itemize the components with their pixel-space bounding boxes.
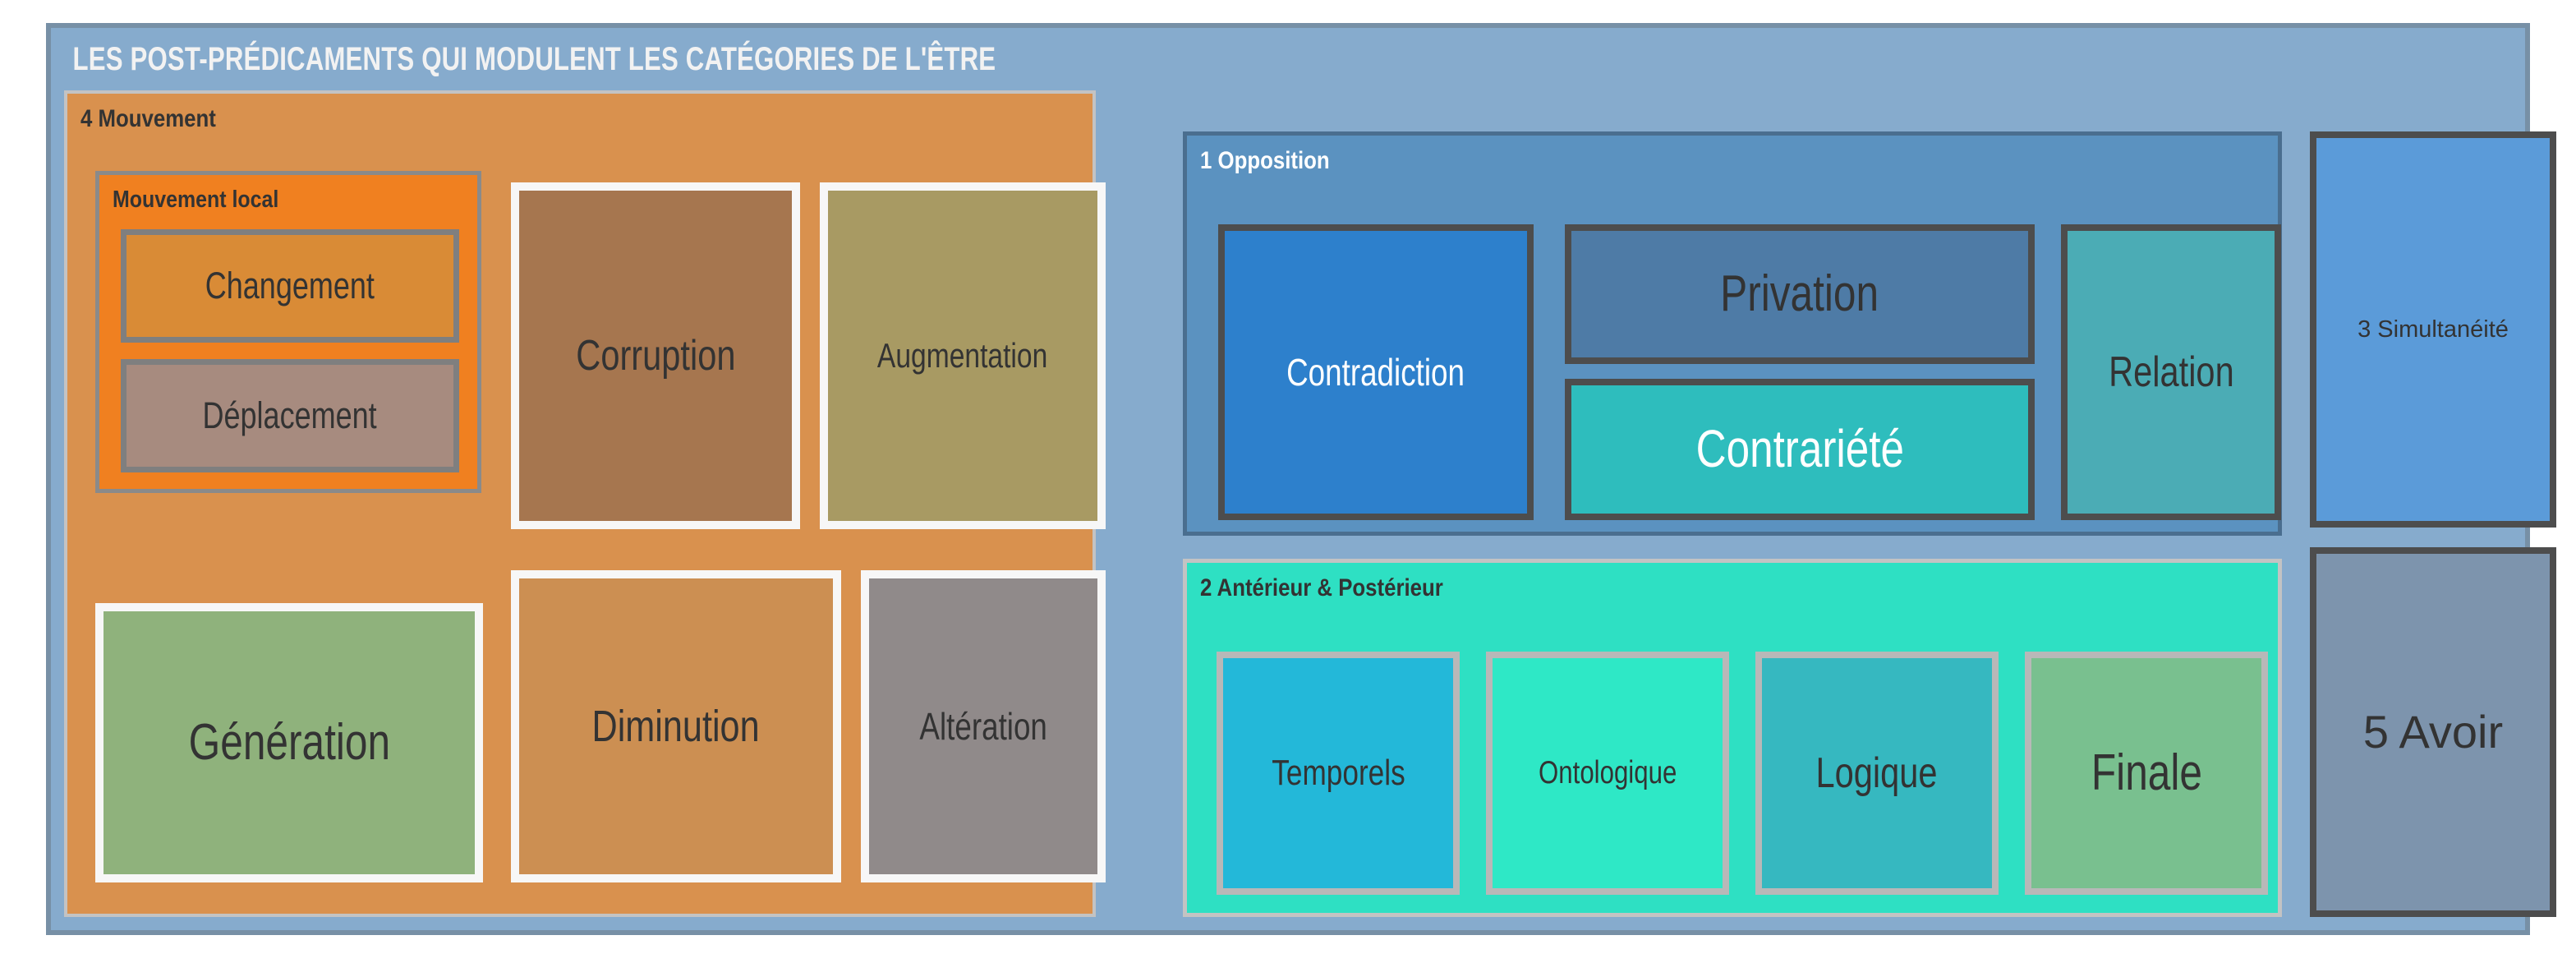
cell-avoir[interactable]: 5 Avoir: [2310, 547, 2556, 917]
cell-corruption[interactable]: Corruption: [511, 182, 800, 529]
cell-simultaneite[interactable]: 3 Simultanéité: [2310, 131, 2556, 528]
cell-contradiction-label: Contradiction: [1286, 350, 1465, 394]
cell-finale-label: Finale: [2091, 744, 2202, 802]
cell-changement-label: Changement: [205, 265, 375, 307]
cell-avoir-label: 5 Avoir: [2362, 705, 2504, 758]
cell-temporels-label: Temporels: [1271, 752, 1405, 793]
group-mouvement-title: 4 Mouvement: [80, 105, 216, 132]
cell-relation[interactable]: Relation: [2061, 224, 2281, 520]
cell-ontologique[interactable]: Ontologique: [1486, 652, 1729, 895]
cell-logique-label: Logique: [1815, 749, 1939, 797]
cell-deplacement-label: Déplacement: [202, 394, 378, 437]
subgroup-mouvement-local-title: Mouvement local: [113, 187, 279, 213]
cell-finale[interactable]: Finale: [2025, 652, 2268, 895]
cell-contrariete-label: Contrariété: [1695, 419, 1904, 479]
cell-contradiction[interactable]: Contradiction: [1218, 224, 1534, 520]
cell-logique[interactable]: Logique: [1755, 652, 1999, 895]
cell-augmentation-label: Augmentation: [877, 335, 1048, 375]
cell-diminution[interactable]: Diminution: [511, 570, 841, 882]
group-mouvement[interactable]: 4 Mouvement Mouvement local Changement D…: [64, 90, 1106, 917]
cell-augmentation[interactable]: Augmentation: [820, 182, 1106, 529]
cell-simultaneite-label: 3 Simultanéité: [2358, 316, 2509, 343]
cell-deplacement[interactable]: Déplacement: [121, 359, 459, 472]
treemap-canvas: LES POST-PRÉDICAMENTS QUI MODULENT LES C…: [46, 23, 2556, 935]
cell-changement[interactable]: Changement: [121, 229, 459, 343]
cell-generation[interactable]: Génération: [95, 603, 483, 882]
group-opposition-title: 1 Opposition: [1200, 147, 1330, 174]
title-bar: LES POST-PRÉDICAMENTS QUI MODULENT LES C…: [51, 28, 2525, 90]
group-opposition[interactable]: 1 Opposition Contradiction Privation Con…: [1183, 131, 2282, 536]
cell-alteration[interactable]: Altération: [861, 570, 1106, 882]
cell-corruption-label: Corruption: [575, 331, 736, 380]
cell-alteration-label: Altération: [919, 704, 1047, 748]
cell-diminution-label: Diminution: [591, 701, 761, 751]
cell-privation-label: Privation: [1720, 265, 1879, 323]
group-anterieur-posterieur-title: 2 Antérieur & Postérieur: [1200, 574, 1443, 601]
cell-generation-label: Génération: [188, 714, 390, 772]
cell-ontologique-label: Ontologique: [1538, 754, 1677, 790]
page-title: LES POST-PRÉDICAMENTS QUI MODULENT LES C…: [72, 40, 996, 77]
cell-temporels[interactable]: Temporels: [1217, 652, 1460, 895]
cell-privation[interactable]: Privation: [1565, 224, 2035, 364]
cell-relation-label: Relation: [2108, 348, 2234, 396]
group-anterieur-posterieur[interactable]: 2 Antérieur & Postérieur Temporels Ontol…: [1183, 559, 2282, 917]
cell-contrariete[interactable]: Contrariété: [1565, 379, 2035, 520]
subgroup-mouvement-local[interactable]: Mouvement local Changement Déplacement: [95, 171, 481, 493]
